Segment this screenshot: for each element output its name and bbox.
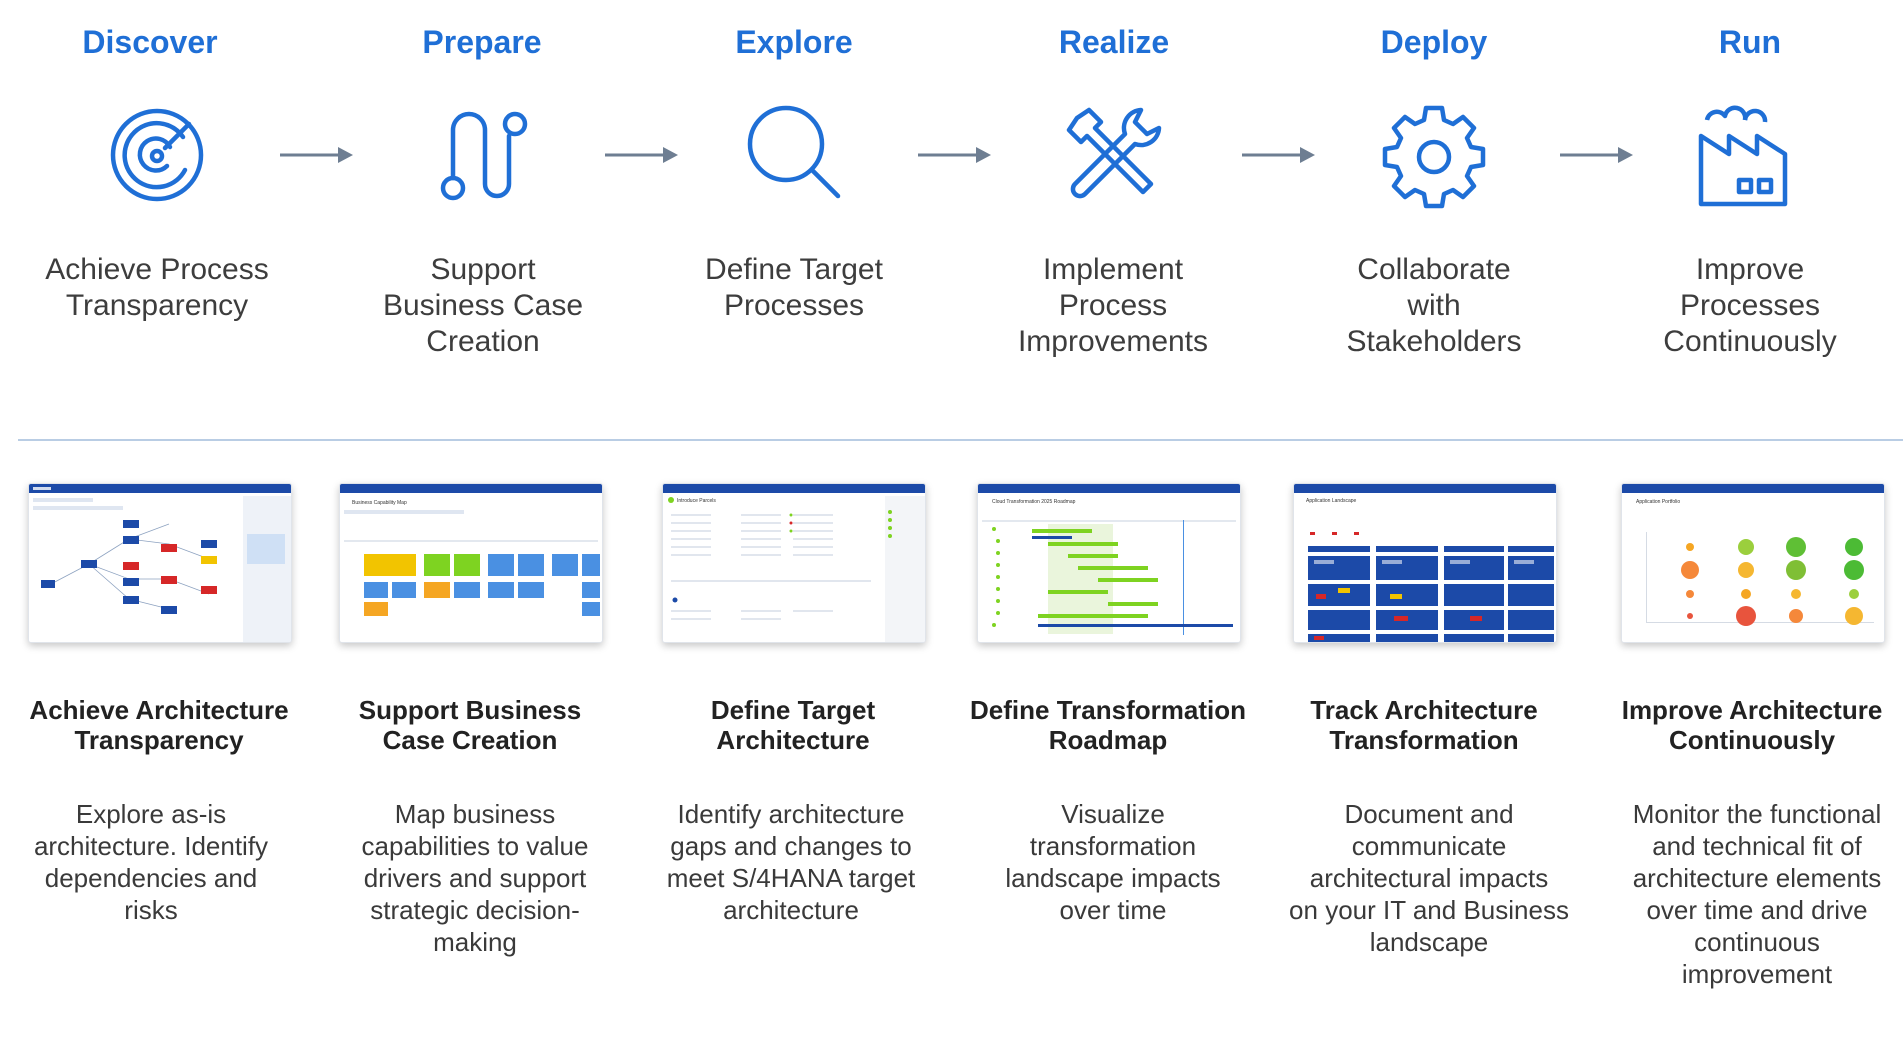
screenshot-target-list: Introduce Parcels: [662, 483, 926, 643]
arrow-right-icon: [1560, 147, 1633, 163]
phase-title: Prepare: [422, 24, 542, 60]
screenshot-title: Introduce Parcels: [677, 498, 716, 504]
card-description: Map business capabilities to value drive…: [361, 799, 589, 957]
card-title: Track Architecture Transformation: [1310, 695, 1538, 755]
phase-description: Define Target Processes: [705, 253, 883, 322]
path-icon: [440, 111, 528, 201]
phase-title: Explore: [735, 24, 853, 60]
phase-description: Improve Processes Continuously: [1663, 253, 1837, 358]
phase-title: Realize: [1058, 24, 1170, 60]
arrow-right-icon: [1242, 147, 1315, 163]
phase-description: Collaborate with Stakeholders: [1346, 253, 1522, 358]
screenshot-capability-map: Business Capability Map: [339, 483, 603, 643]
card-description: Monitor the functional and technical fit…: [1632, 799, 1882, 989]
screenshot-title: Business Capability Map: [352, 500, 407, 506]
card-title: Improve Architecture Continuously: [1621, 695, 1883, 755]
card-description: Explore as-is architecture. Identify dep…: [33, 799, 269, 925]
factory-icon: [1698, 105, 1788, 207]
screenshot-title: Application Portfolio: [1636, 499, 1680, 505]
card-description: Document and communicate architectural i…: [1289, 799, 1569, 957]
card-description: Identify architecture gaps and changes t…: [666, 799, 916, 925]
search-icon: [747, 105, 841, 199]
screenshot-roadmap: Cloud Transformation 2025 Roadmap: [977, 483, 1241, 643]
gear-icon: [1382, 105, 1486, 209]
card-title: Support Business Case Creation: [358, 695, 582, 755]
arrow-right-icon: [605, 147, 678, 163]
target-icon: [110, 108, 204, 202]
screenshot-application-landscape: Application Landscape: [1293, 483, 1557, 643]
phase-title: Deploy: [1380, 24, 1488, 60]
tools-icon: [1066, 107, 1162, 199]
screenshot-dependency-graph: [28, 483, 292, 643]
phase-title: Run: [1718, 24, 1782, 60]
card-description: Visualize transformation landscape impac…: [1005, 799, 1221, 925]
card-title: Define Target Architecture: [710, 695, 876, 755]
phase-title: Discover: [82, 24, 218, 60]
card-title: Achieve Architecture Transparency: [29, 695, 289, 755]
phase-description: Achieve Process Transparency: [45, 253, 269, 322]
card-title: Define Transformation Roadmap: [970, 695, 1246, 755]
screenshot-title: Cloud Transformation 2025 Roadmap: [992, 499, 1076, 505]
phase-description: Implement Process Improvements: [1017, 253, 1209, 358]
section-divider: [18, 439, 1903, 441]
screenshot-title: Application Landscape: [1306, 498, 1357, 504]
phase-description: Support Business Case Creation: [382, 253, 584, 358]
arrow-right-icon: [280, 147, 353, 163]
arrow-right-icon: [918, 147, 991, 163]
screenshot-application-portfolio: Application Portfolio: [1621, 483, 1885, 643]
